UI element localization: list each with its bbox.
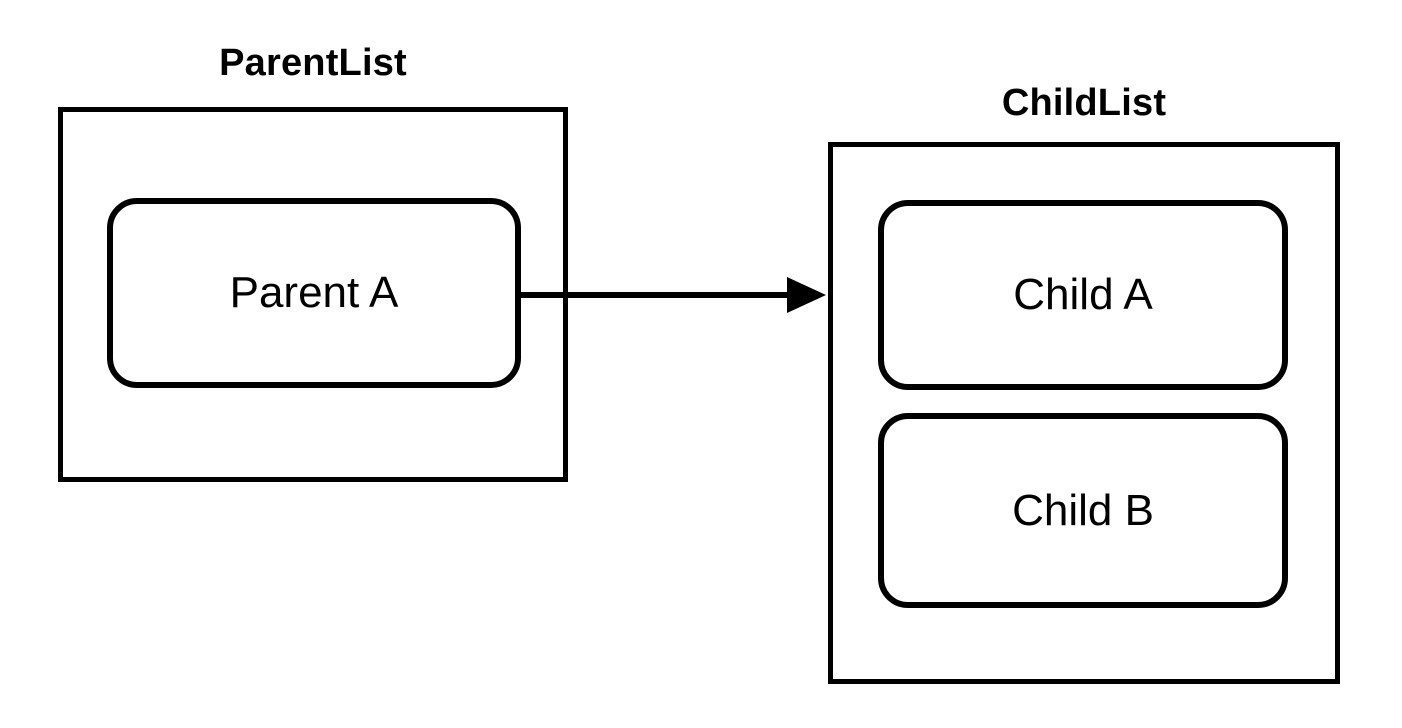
node-child-a: Child A <box>878 200 1288 390</box>
node-child-a-label: Child A <box>1013 270 1153 319</box>
arrow-parent-to-childlist <box>521 277 826 313</box>
arrowhead-icon <box>787 277 826 313</box>
node-child-b-label: Child B <box>1012 485 1154 535</box>
node-parent-a-label: Parent A <box>229 268 399 317</box>
node-parent-a: Parent A <box>107 198 521 388</box>
parent-list-title: ParentList <box>219 42 407 84</box>
child-list-title: ChildList <box>1001 82 1167 124</box>
node-child-b: Child B <box>878 413 1288 608</box>
